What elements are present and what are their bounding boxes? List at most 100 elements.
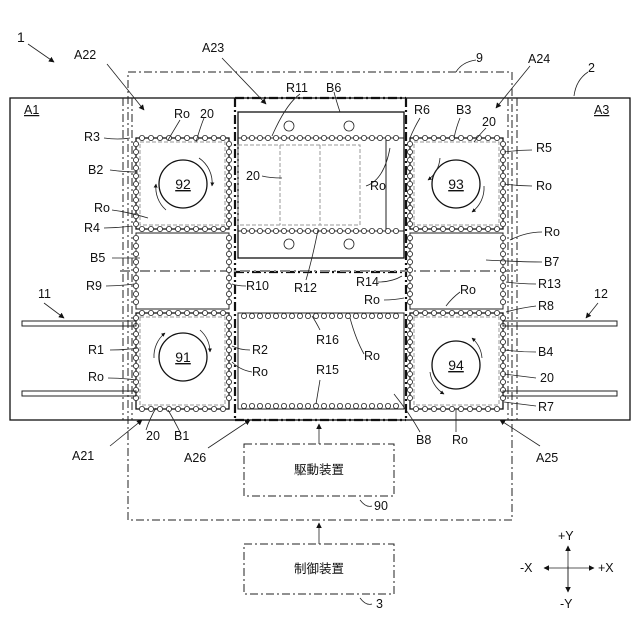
label-a25: A25 [536, 451, 558, 465]
roller [329, 403, 334, 408]
roller [407, 149, 412, 154]
roller [500, 189, 505, 194]
roller [241, 313, 246, 318]
roller [226, 363, 231, 368]
roller [500, 339, 505, 344]
leader-b3 [454, 118, 460, 138]
roller [202, 226, 207, 231]
roller [226, 387, 231, 392]
roller [458, 406, 463, 411]
roller [407, 181, 412, 186]
roller [226, 395, 231, 400]
roller [407, 331, 412, 336]
label-b5: B5 [90, 251, 105, 265]
label-ro-left1: Ro [94, 201, 110, 215]
roller [422, 226, 427, 231]
roller [226, 181, 231, 186]
roller [133, 173, 138, 178]
roller [337, 403, 342, 408]
leader-90 [360, 500, 372, 506]
roller [281, 135, 286, 140]
leader-ro-b8top [446, 292, 460, 306]
roller [184, 226, 189, 231]
roller [133, 149, 138, 154]
roller [133, 157, 138, 162]
roller [369, 403, 374, 408]
roller [422, 310, 427, 315]
rotation-arrow-93b [428, 158, 440, 180]
roller [407, 141, 412, 146]
leader-n20-br [504, 374, 536, 378]
roller [494, 310, 499, 315]
leader-9 [456, 60, 476, 72]
roller [133, 181, 138, 186]
leader-ro-rb7 [510, 232, 542, 240]
roller [305, 403, 310, 408]
roller [133, 189, 138, 194]
roller [407, 197, 412, 202]
roller [407, 267, 412, 272]
leader-b6 [334, 92, 340, 112]
roller [485, 310, 490, 315]
roller [500, 205, 505, 210]
label-20-tr: 20 [482, 115, 496, 129]
roller [353, 403, 358, 408]
roller [133, 331, 138, 336]
roller [467, 310, 472, 315]
roller [500, 173, 505, 178]
roller [407, 157, 412, 162]
roller [467, 135, 472, 140]
roller [500, 235, 505, 240]
roller [297, 313, 302, 318]
leader-a21 [110, 420, 142, 446]
roller [193, 406, 198, 411]
roller [321, 135, 326, 140]
roller [413, 406, 418, 411]
label-b7: B7 [544, 255, 559, 269]
leader-3 [360, 598, 372, 604]
roller [226, 299, 231, 304]
roller [133, 315, 138, 320]
leader-a22 [107, 64, 144, 110]
roller [407, 347, 412, 352]
roller [226, 165, 231, 170]
label-px: +X [598, 561, 614, 575]
roller [449, 406, 454, 411]
roller [257, 135, 262, 140]
label-a3: A3 [594, 103, 609, 117]
roller [220, 310, 225, 315]
roller [226, 141, 231, 146]
roller [202, 310, 207, 315]
label-my: -Y [560, 597, 573, 611]
roller [133, 141, 138, 146]
roller [133, 371, 138, 376]
roller [226, 243, 231, 248]
roller [202, 406, 207, 411]
rotation-arrow-94 [430, 372, 444, 394]
roller [281, 228, 286, 233]
roller [249, 403, 254, 408]
roller [157, 135, 162, 140]
arm-11-bottom [22, 391, 136, 396]
roller [193, 226, 198, 231]
rotation-arrow-93 [472, 186, 484, 212]
label-fig-ref: 1 [17, 29, 25, 45]
roller [226, 149, 231, 154]
roller [329, 135, 334, 140]
roller [500, 283, 505, 288]
label-ro-r1: Ro [536, 179, 552, 193]
roller [226, 251, 231, 256]
roller [431, 226, 436, 231]
roller [166, 310, 171, 315]
rotation-arrow-92b [156, 184, 166, 210]
roller [393, 313, 398, 318]
roller [440, 310, 445, 315]
roller [313, 135, 318, 140]
roller [449, 226, 454, 231]
roller [449, 310, 454, 315]
leader-12 [586, 303, 598, 318]
roller [440, 135, 445, 140]
label-r16: R16 [316, 333, 339, 347]
roller [133, 379, 138, 384]
label-r9: R9 [86, 279, 102, 293]
